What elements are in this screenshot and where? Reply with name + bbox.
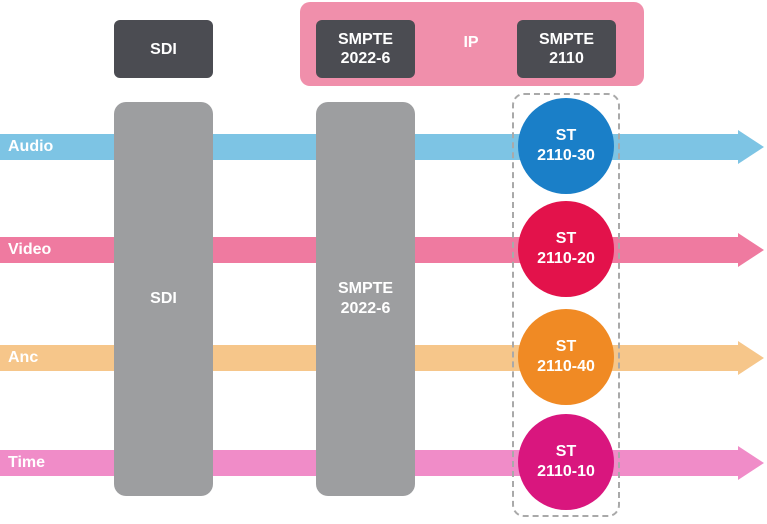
sdi-column: SDI: [114, 102, 213, 496]
header-smpte-2022-label: SMPTE 2022-6: [337, 31, 394, 67]
ip-label: IP: [463, 34, 479, 51]
flow-label-audio: Audio: [8, 138, 54, 155]
flow-label-time: Time: [8, 454, 46, 471]
standard-label: ST 2110-40: [537, 338, 595, 375]
standard-circle-time: ST 2110-10: [518, 414, 614, 510]
smpte-2110-dashed-group: [512, 93, 620, 517]
header-sdi-label: SDI: [150, 40, 177, 58]
arrow-head-icon: [738, 130, 764, 164]
smpte-2022-column: SMPTE 2022-6: [316, 102, 415, 496]
sdi-column-label: SDI: [150, 290, 177, 307]
flow-label-anc: Anc: [8, 349, 39, 366]
arrow-head-icon: [738, 341, 764, 375]
header-smpte-2022-box: SMPTE 2022-6: [316, 20, 415, 78]
header-smpte-2110-label: SMPTE 2110: [538, 31, 595, 67]
standard-circle-audio: ST 2110-30: [518, 98, 614, 194]
standard-label: ST 2110-30: [537, 127, 595, 164]
standard-circle-video: ST 2110-20: [518, 201, 614, 297]
standard-label: ST 2110-10: [537, 443, 595, 480]
smpte-2022-column-label: SMPTE 2022-6: [337, 280, 394, 317]
standard-circle-anc: ST 2110-40: [518, 309, 614, 405]
standard-label: ST 2110-20: [537, 230, 595, 267]
arrow-head-icon: [738, 233, 764, 267]
header-smpte-2110-box: SMPTE 2110: [517, 20, 616, 78]
arrow-head-icon: [738, 446, 764, 480]
header-sdi-box: SDI: [114, 20, 213, 78]
flow-label-video: Video: [8, 241, 52, 258]
